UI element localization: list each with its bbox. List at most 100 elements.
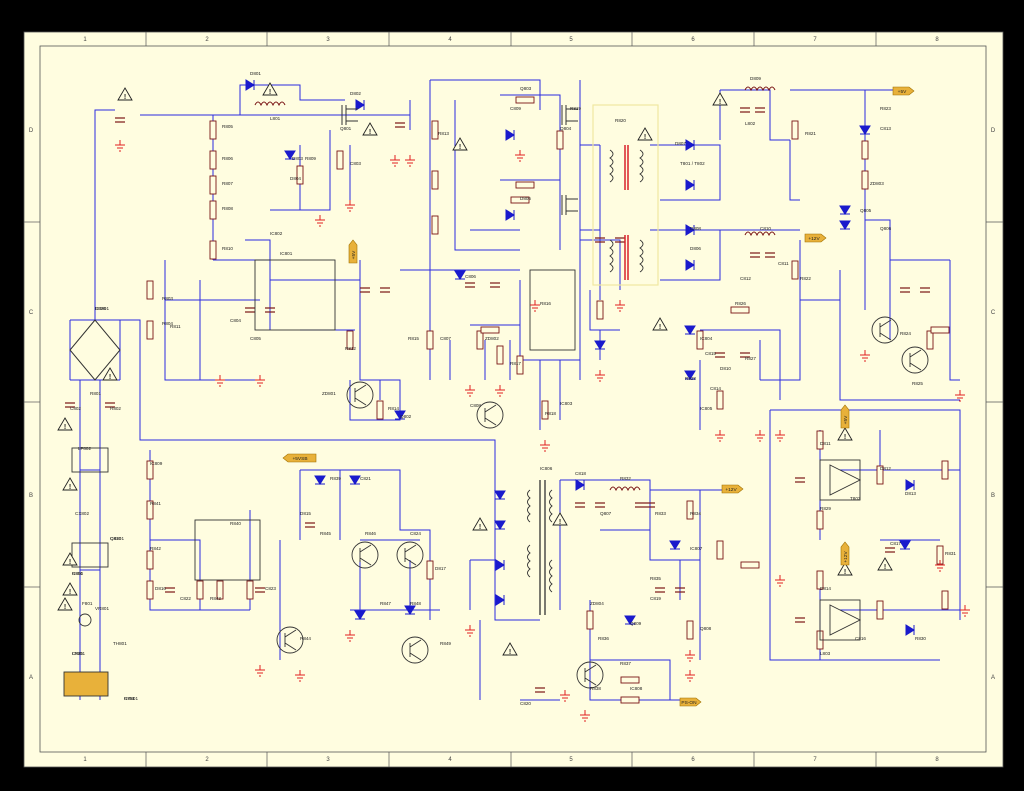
resistor <box>196 580 204 600</box>
resistor <box>941 460 949 480</box>
component-reference-label: C814 <box>710 386 721 391</box>
component-reference-label: D804 <box>290 176 301 181</box>
component-reference-label: R814 <box>388 406 399 411</box>
warning-mark: ! <box>64 424 66 431</box>
net-tag-flag <box>840 404 850 429</box>
wire-segment <box>769 409 961 661</box>
diode <box>594 340 606 350</box>
component-reference-label: R829 <box>820 506 831 511</box>
diode <box>394 410 406 420</box>
transistor-leads <box>284 629 297 651</box>
component-reference-label: Q807 <box>600 511 612 516</box>
component-reference-label: R801 <box>90 391 101 396</box>
transformer-winding <box>527 544 531 578</box>
ground-symbol <box>560 690 570 702</box>
diode <box>495 594 505 606</box>
diode <box>505 129 515 141</box>
grid-column-number-top: 5 <box>569 37 573 43</box>
component-reference-label: C808 <box>470 403 481 408</box>
diode <box>905 479 915 491</box>
transistor <box>396 541 424 569</box>
component-reference-label: R825 <box>912 381 923 386</box>
component-reference-label: R851 <box>124 696 135 701</box>
transformer-winding <box>609 149 614 183</box>
diode <box>355 99 365 111</box>
warning-mark: ! <box>884 564 886 571</box>
component-reference-label: ZD804 <box>590 601 604 606</box>
net-tag-label: +5V <box>351 250 357 259</box>
grid-row-letter-right: C <box>991 310 996 316</box>
transistor <box>351 541 379 569</box>
ground-symbol <box>580 710 590 722</box>
resistor <box>515 96 535 104</box>
grid-column-number-bottom: 1 <box>83 757 87 763</box>
component-reference-label: R828 <box>685 376 696 381</box>
ground-symbol <box>595 370 605 382</box>
component-reference-label: D815 <box>300 511 311 516</box>
warning-triangle <box>62 582 78 596</box>
net-tag-flag <box>348 239 358 264</box>
resistor <box>620 676 640 684</box>
grid-column-number-bottom: 7 <box>813 757 817 763</box>
resistor <box>696 330 704 350</box>
warning-triangle <box>837 562 853 576</box>
component-reference-label: R824 <box>900 331 911 336</box>
component-reference-label: R842 <box>150 546 161 551</box>
component-reference-label: C816 <box>855 636 866 641</box>
transistor-leads <box>879 319 892 341</box>
component-reference-label: R812 <box>345 346 356 351</box>
component-reference-label: C825 <box>72 651 83 656</box>
component-reference-label: D801 <box>250 71 261 76</box>
component-reference-label: IC809 <box>150 461 163 466</box>
transistor <box>346 381 374 409</box>
diode <box>624 615 636 625</box>
op-amp <box>829 604 862 636</box>
grid-column-number-top: 7 <box>813 37 817 43</box>
diode <box>454 270 466 280</box>
component-reference-label: IC802 <box>270 231 283 236</box>
diode <box>899 540 911 550</box>
net-tag-label: +12V <box>808 236 820 242</box>
transformer-winding <box>527 489 531 523</box>
ground-symbol <box>405 155 415 167</box>
diode <box>669 540 681 550</box>
warning-mark: ! <box>509 649 511 656</box>
component-reference-label: Q805 <box>860 208 872 213</box>
net-tag-label: +12V <box>843 551 849 563</box>
wire-segment <box>79 469 101 700</box>
component-reference-label: D816 <box>155 586 166 591</box>
warning-mark: ! <box>69 589 71 596</box>
net-tag-label: PS-ON <box>681 700 697 706</box>
warning-triangle <box>472 517 488 531</box>
diode <box>685 139 695 151</box>
component-reference-label: C818 <box>575 471 586 476</box>
ground-symbol <box>530 300 540 312</box>
ground-symbol <box>685 670 695 682</box>
transformer-winding <box>639 239 644 273</box>
component-reference-label: CX801 <box>110 536 124 541</box>
component-reference-label: ZD803 <box>870 181 884 186</box>
component-reference-label: CX802 <box>75 511 89 516</box>
component-reference-label: CY801 <box>124 696 138 701</box>
component-reference-label: C811 <box>778 261 789 266</box>
component-reference-label: D808 <box>690 226 701 231</box>
ground-symbol <box>345 200 355 212</box>
warning-mark: ! <box>124 94 126 101</box>
warning-mark: ! <box>659 324 661 331</box>
component-reference-label: R845 <box>320 531 331 536</box>
component-reference-label: Q806 <box>880 226 892 231</box>
component-reference-label: C809 <box>510 106 521 111</box>
component-reference-label: L801 <box>270 116 281 121</box>
resistor <box>246 580 254 600</box>
resistor <box>686 620 694 640</box>
line-filter <box>71 542 109 568</box>
bridge-rectifier <box>69 319 121 381</box>
mosfet <box>341 105 358 125</box>
component-reference-label: R848 <box>410 601 421 606</box>
resistor <box>941 590 949 610</box>
transistor <box>901 346 929 374</box>
wire-segment <box>719 89 900 201</box>
resistor <box>816 570 824 590</box>
inductor <box>744 86 776 92</box>
